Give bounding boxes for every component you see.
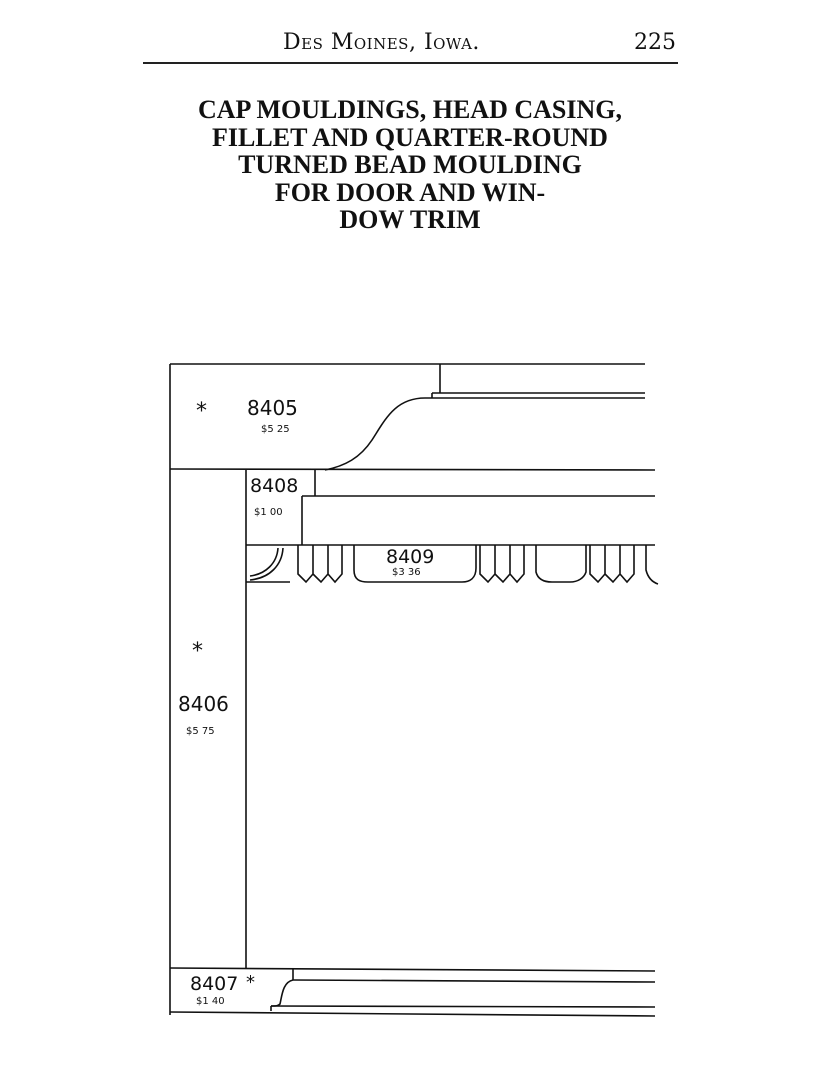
- title-line: FILLET AND QUARTER-ROUND: [212, 122, 608, 152]
- page-title: CAP MOULDINGS, HEAD CASING, FILLET AND Q…: [100, 96, 720, 234]
- number-8406: 8406: [178, 692, 229, 716]
- title-line: FOR DOOR AND WIN-: [274, 177, 546, 207]
- moulding-8405-drawing: [169, 363, 656, 1015]
- price-8408: $1 00: [254, 507, 283, 518]
- number-8405: 8405: [247, 396, 298, 420]
- mark-8405: *: [196, 399, 207, 424]
- moulding-8409-drawing: [246, 545, 659, 585]
- price-8405: $5 25: [261, 424, 290, 435]
- moulding-8407-drawing: [169, 965, 656, 1017]
- price-8409: $3 36: [392, 567, 421, 578]
- price-8407: $1 40: [196, 996, 225, 1007]
- mark-8406: *: [192, 639, 203, 664]
- mark-8407: *: [246, 972, 255, 993]
- price-8406: $5 75: [186, 726, 215, 737]
- title-line: TURNED BEAD MOULDING: [238, 150, 582, 179]
- number-8409: 8409: [386, 546, 434, 568]
- number-8408: 8408: [250, 475, 298, 497]
- title-line: DOW TRIM: [339, 205, 481, 234]
- header-place: Des Moines, Iowa.: [283, 30, 480, 55]
- moulding-8408-drawing: [246, 470, 655, 546]
- number-8407: 8407: [190, 973, 238, 995]
- running-header: Des Moines, Iowa. 225: [143, 30, 678, 64]
- page-number: 225: [634, 30, 676, 55]
- title-line: CAP MOULDINGS, HEAD CASING,: [198, 95, 622, 124]
